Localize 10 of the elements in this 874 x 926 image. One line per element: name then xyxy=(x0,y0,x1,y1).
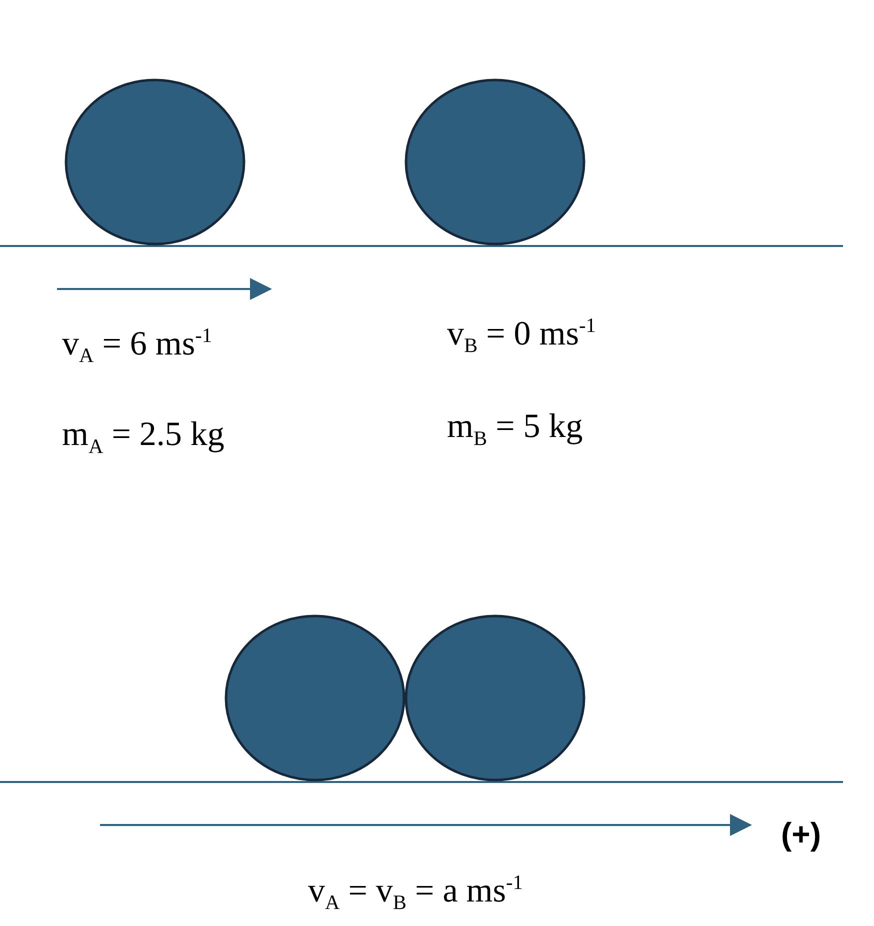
ball xyxy=(405,79,585,245)
ball xyxy=(405,615,585,781)
velocity-label: v$_{B}$ = 0 ms$^{-1}$ xyxy=(447,316,596,357)
velocity-label: v$_{A}$ = 6 ms$^{-1}$ xyxy=(62,326,212,367)
velocity-label: v$_{A}$ = v$_{B}$ = a ms$^{-1}$ xyxy=(308,873,523,914)
mass-label: m$_{B}$ = 5 kg xyxy=(447,410,583,450)
mass-label: m$_{A}$ = 2.5 kg xyxy=(62,418,224,458)
direction-sign: (+) xyxy=(781,818,821,850)
ball xyxy=(225,615,405,781)
ball xyxy=(65,79,245,245)
